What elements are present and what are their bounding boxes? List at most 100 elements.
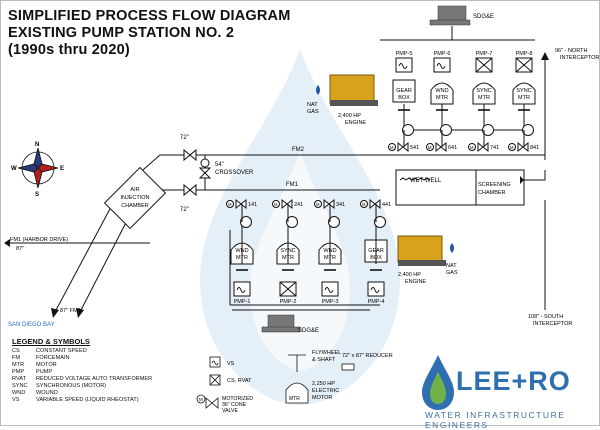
upper-pump-3-valve <box>477 141 489 153</box>
lower-pump-1-valve <box>235 198 247 210</box>
engine-top <box>316 74 378 106</box>
compass-east: E <box>60 166 64 172</box>
legend-title: LEGEND & SYMBOLS <box>12 337 90 346</box>
legend-abbr: MTR <box>12 362 25 368</box>
legend-valve-label-1: MOTORIZED <box>222 396 253 402</box>
lower-pump-3-vs-icon <box>324 287 334 293</box>
lower-pump-2-valve-m: M <box>274 202 278 207</box>
legend-definition: MOTOR <box>36 362 57 368</box>
upper-pump-2-motor-label-2: MTR <box>436 95 448 101</box>
legend-definition: FORCEMAIN <box>36 355 70 361</box>
engine-top-label-1: 2,400 HP <box>338 113 361 119</box>
upper-pump-1-motor-label-2: BOX <box>398 95 410 101</box>
upper-pump-1-gearbox <box>392 79 416 103</box>
air-injection-chamber: AIR INJECTION CHAMBER <box>103 166 167 230</box>
upper-pump-3-pump-casing <box>482 124 494 136</box>
upper-pump-2-vs-icon <box>436 63 446 69</box>
upper-pump-4-valve-motor <box>508 143 516 151</box>
crossover-size-label: 54" <box>215 162 224 168</box>
brand-tagline: WATER INFRASTRUCTURE ENGINEERS <box>425 410 566 430</box>
screening-chamber-label-1: SCREENING <box>478 182 511 188</box>
compass-north: N <box>35 142 39 148</box>
lower-pump-2-cs-cross-2 <box>279 281 297 297</box>
legend-motor-symbol <box>285 382 309 404</box>
legend-row-pmp: PMP PUMP <box>12 369 52 375</box>
legend-vs-wave <box>211 360 219 366</box>
nat-gas-bottom-label-2: GAS <box>446 270 458 276</box>
upper-pump-4-id-label: PMP-8 <box>516 51 533 57</box>
legend-abbr: VS <box>12 397 20 403</box>
san-diego-bay-label: SAN DIEGO BAY <box>8 322 55 328</box>
screening-chamber-label-2: CHAMBER <box>478 190 506 196</box>
upper-pump-3-cs-cross-2 <box>475 57 493 73</box>
legend-definition: CONSTANT SPEED <box>36 348 87 354</box>
fm2-outlet-label: 87" FM2 <box>60 308 81 314</box>
lower-pump-1-valve-m: M <box>228 202 232 207</box>
lower-pump-4-valve <box>369 198 381 210</box>
upper-pump-4-valve-m: M <box>510 145 514 150</box>
utility-tower-top <box>429 5 471 26</box>
legend-valve-label-2: 36" CONE <box>222 402 247 408</box>
lee-ro-logo-icon <box>422 355 454 410</box>
upper-pump-2-motor <box>430 82 454 105</box>
legend-flywheel-label-2: & SHAFT <box>312 357 336 363</box>
upper-pump-1-valve-motor <box>388 143 396 151</box>
lower-pump-3-valve <box>323 198 335 210</box>
lower-pump-3-valve-motor <box>314 200 322 208</box>
air-chamber-label-2: INJECTION <box>120 195 149 201</box>
lower-pump-1-vs-icon <box>236 287 246 293</box>
upper-pump-1-motor-label-1: GEAR <box>396 88 412 94</box>
legend-cs-cross-2 <box>209 374 221 386</box>
legend-abbr: PMP <box>12 369 25 375</box>
upper-pump-3-valve-m: M <box>470 145 474 150</box>
upper-pump-3-motor <box>472 82 496 105</box>
air-chamber-label-1: AIR <box>130 187 139 193</box>
legend-reducer-label: 72" x 87" REDUCER <box>342 353 393 359</box>
lower-pump-train: WNDMTRPMP-1M141SYNCMTRPMP-2M241WNDMTRPMP… <box>226 198 391 305</box>
legend-symbols <box>196 354 355 409</box>
upper-pump-4-valve <box>517 141 529 153</box>
wet-well <box>395 169 525 206</box>
upper-pump-3-motor-label-2: MTR <box>478 95 490 101</box>
legend-motor-label-1: 2,250 HP <box>312 381 335 387</box>
legend-definition: PUMP <box>36 369 53 375</box>
legend-definition: SYNCHRONOUS (MOTOR) <box>36 383 107 389</box>
upper-pump-3-id-label: PMP-7 <box>476 51 493 57</box>
lower-pump-1-valve-label: 141 <box>248 202 257 208</box>
lower-pump-4-pump-casing <box>374 216 386 228</box>
upper-pump-1-pump-casing <box>402 124 414 136</box>
upper-pump-1-vs-icon <box>398 63 408 69</box>
nat-gas-top-label-1: NAT <box>307 102 318 108</box>
valve-72-bottom-label: 72" <box>180 207 189 213</box>
legend-abbr: RVAT <box>12 376 26 382</box>
upper-pump-2-valve-motor <box>426 143 434 151</box>
lower-pump-1-pump-casing <box>240 216 252 228</box>
brand-name: LEE+RO <box>456 366 571 396</box>
upper-pump-2-pump-casing <box>440 124 452 136</box>
upper-pump-2-starter <box>433 57 451 73</box>
legend-motor-label-2: ELECTRIC <box>312 388 339 394</box>
utility-top-label: SDG&E <box>473 14 494 20</box>
lower-pump-3-valve-label: 341 <box>336 202 345 208</box>
north-interceptor-label-2: INTERCEPTOR <box>560 55 599 61</box>
nat-gas-top-label-2: GAS <box>307 109 319 115</box>
legend-row-mtr: MTR MOTOR <box>12 362 57 368</box>
compass-south: S <box>35 192 39 198</box>
legend-abbr: WND <box>12 390 26 396</box>
south-interceptor-label-2: INTERCEPTOR <box>533 321 572 327</box>
engine-top-label-2: ENGINE <box>345 120 366 126</box>
upper-pump-1-valve <box>397 141 409 153</box>
lower-pump-3-pump-casing <box>328 216 340 228</box>
upper-pump-1-id-label: PMP-5 <box>396 51 413 57</box>
upper-pump-2-valve-m: M <box>428 145 432 150</box>
upper-pump-2-motor-label-1: WND <box>435 88 448 94</box>
